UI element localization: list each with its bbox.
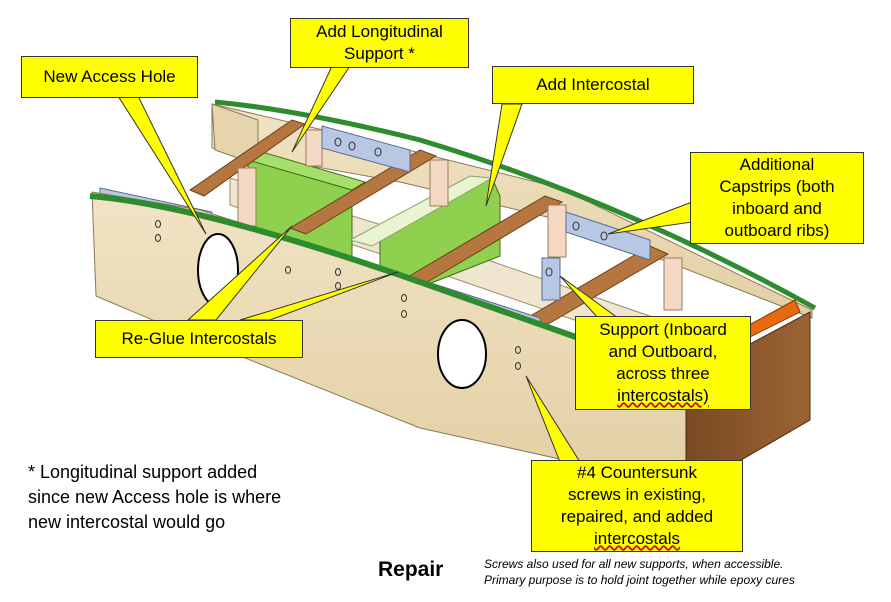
rib-web-2 [429, 159, 449, 207]
rib-web-5 [305, 129, 323, 167]
ribs [188, 119, 670, 331]
callout-support: Support (Inboard and Outboard, across th… [575, 316, 751, 410]
callout-capstrips-line-3: inboard and [732, 199, 822, 218]
callout-new-access-hole: New Access Hole [21, 56, 198, 98]
callout-countersunk-line-3: repaired, and added [560, 507, 714, 526]
callout-new-access-hole-text: New Access Hole [43, 67, 176, 86]
capstrip-1 [321, 125, 411, 173]
callout-add-intercostal: Add Intercostal [492, 66, 694, 104]
rib-web-3 [547, 204, 567, 258]
callout-longitudinal-line-2: Support * [344, 44, 415, 63]
rib-web-1 [237, 167, 257, 227]
callout-support-line-1: Support (Inboard [599, 320, 727, 339]
note-line-2: since new Access hole is where [28, 487, 282, 507]
callout-longitudinal-line-1: Add Longitudinal [316, 22, 443, 41]
diagram-title: Repair [378, 558, 444, 581]
footnote-line-1: Screws also used for all new supports, w… [484, 557, 784, 571]
callout-pointers [117, 65, 693, 463]
access-hole-2 [437, 319, 487, 389]
callout-support-line-2: and Outboard, [608, 342, 718, 361]
footnote-line-2: Primary purpose is to hold joint togethe… [484, 573, 795, 587]
note-line-1: * Longitudinal support added [28, 462, 258, 482]
screw-footnote: Screws also used for all new supports, w… [484, 556, 884, 588]
support-block [541, 257, 561, 301]
note-line-3: new intercostal would go [28, 512, 226, 532]
callout-add-intercostal-text: Add Intercostal [536, 75, 650, 94]
callout-capstrips: Additional Capstrips (both inboard and o… [690, 152, 864, 244]
callout-longitudinal-support: Add Longitudinal Support * [290, 18, 469, 68]
callout-reglue-intercostals: Re-Glue Intercostals [95, 320, 303, 358]
longitudinal-note: * Longitudinal support added since new A… [28, 460, 358, 535]
callout-support-line-3: across three [616, 364, 710, 383]
rib-2 [288, 149, 438, 235]
callout-capstrips-line-1: Additional [739, 155, 815, 174]
callout-countersunk-line-2: screws in existing, [568, 485, 706, 504]
callout-capstrips-line-2: Capstrips (both [719, 177, 835, 196]
far-cap-strip [214, 99, 817, 311]
callout-capstrips-line-4: outboard ribs) [724, 221, 830, 240]
screw-holes [155, 220, 521, 370]
callout-countersunk-screws: #4 Countersunk screws in existing, repai… [531, 460, 743, 552]
pointer-intercostal [485, 103, 523, 207]
callout-support-line-4: intercostals) [617, 386, 709, 405]
callout-reglue-text: Re-Glue Intercostals [121, 329, 277, 348]
callout-countersunk-line-1: #4 Countersunk [576, 463, 698, 482]
rib-web-4 [663, 257, 683, 311]
capstrip-holes [334, 137, 608, 277]
callout-countersunk-line-4: intercostals [594, 529, 680, 548]
